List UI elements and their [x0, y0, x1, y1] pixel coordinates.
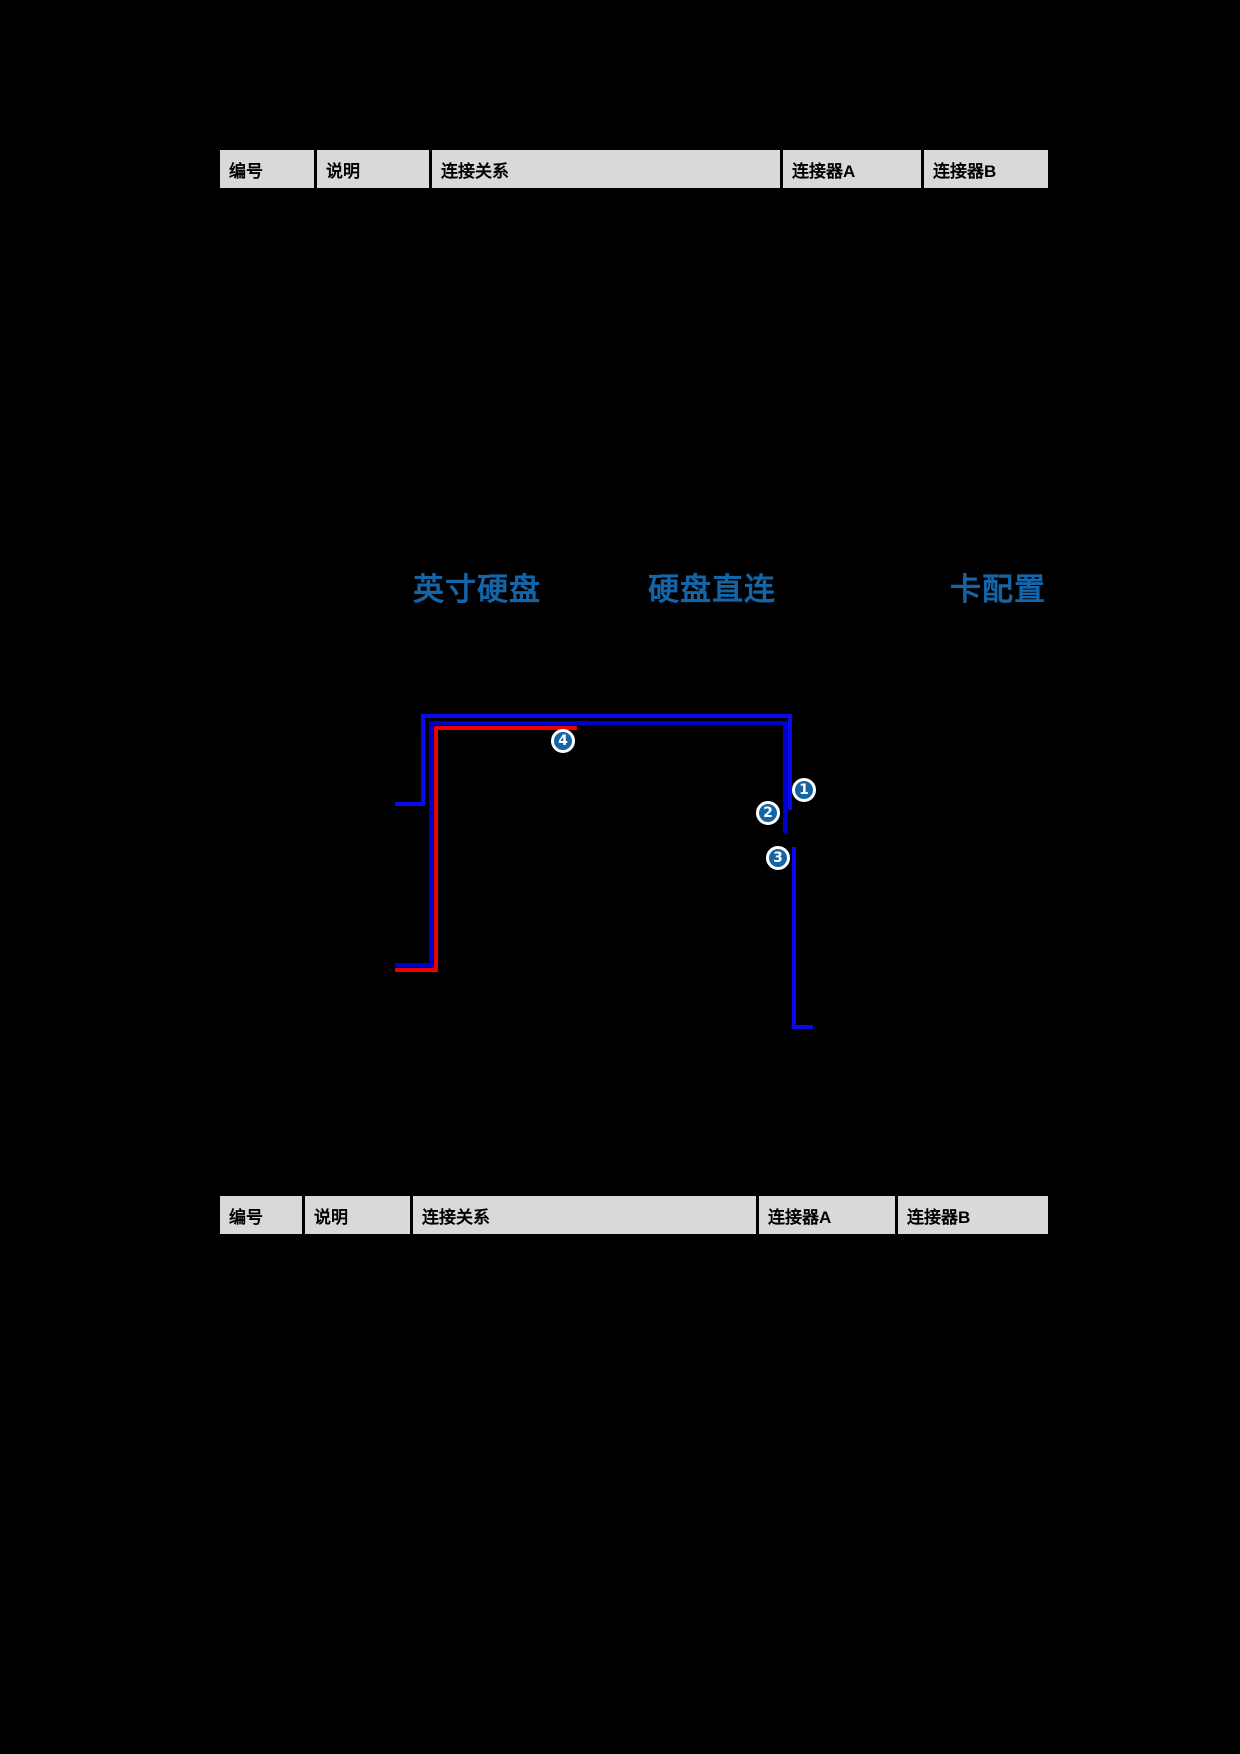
- top-header-cell-description: 说明: [317, 150, 432, 188]
- caption-fragment-direct-attach: 硬盘直连: [648, 572, 776, 607]
- cable2-left-vertical: [429, 721, 433, 967]
- callout-3-icon: 3: [766, 846, 790, 870]
- cable1-left-stub: [395, 802, 425, 806]
- cable2-left-stub: [395, 963, 433, 967]
- top-header-cell-connector-a: 连接器A: [783, 150, 924, 188]
- cable-red-left-vertical: [434, 726, 438, 972]
- cable3-right-vertical: [792, 847, 796, 1029]
- bottom-header-cell-connector-b: 连接器B: [898, 1196, 1048, 1234]
- cable-red-left-stub: [395, 968, 438, 972]
- top-header-cell-connector-b: 连接器B: [924, 150, 1048, 188]
- cable1-right-vertical: [788, 714, 792, 810]
- top-header-cell-number: 编号: [220, 150, 317, 188]
- bottom-header-cell-connection: 连接关系: [413, 1196, 759, 1234]
- callout-1-icon: 1: [792, 778, 816, 802]
- callout-1-label: 1: [799, 782, 809, 798]
- cable2-right-vertical: [783, 721, 787, 833]
- bottom-header-cell-description: 说明: [305, 1196, 413, 1234]
- bottom-header-cell-connector-a: 连接器A: [759, 1196, 898, 1234]
- cable1-top-horizontal: [421, 714, 792, 718]
- cable1-left-vertical: [421, 714, 425, 806]
- callout-4-label: 4: [558, 733, 568, 749]
- callout-2-icon: 2: [756, 801, 780, 825]
- top-header-cell-connection: 连接关系: [432, 150, 783, 188]
- callout-3-label: 3: [773, 850, 783, 866]
- top-table-header-row: 编号 说明 连接关系 连接器A 连接器B: [220, 150, 1048, 188]
- cable3-bottom-foot: [792, 1025, 813, 1029]
- callout-4-icon: 4: [551, 729, 575, 753]
- caption-fragment-card-config: 卡配置: [950, 572, 1046, 607]
- bottom-table-header-row: 编号 说明 连接关系 连接器A 连接器B: [220, 1196, 1048, 1234]
- bottom-header-cell-number: 编号: [220, 1196, 305, 1234]
- cable2-top-horizontal: [429, 721, 787, 725]
- caption-fragment-inch-drive: 英寸硬盘: [413, 572, 541, 607]
- callout-2-label: 2: [763, 805, 773, 821]
- cable-red-top-horizontal: [434, 726, 577, 730]
